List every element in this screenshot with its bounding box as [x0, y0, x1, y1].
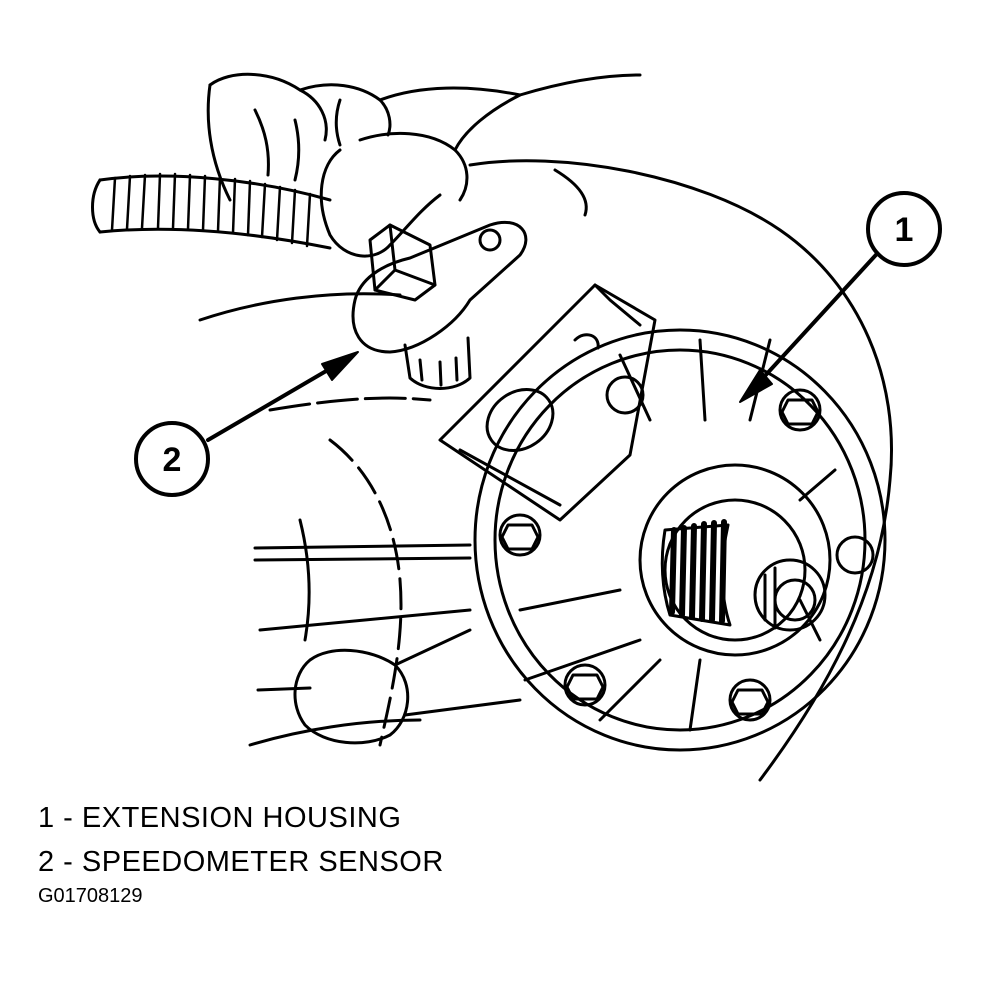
speedometer-sensor	[351, 220, 528, 390]
lower-fitting	[293, 628, 522, 745]
bolt	[563, 663, 607, 707]
output-shaft	[660, 519, 827, 632]
bolt	[605, 375, 645, 415]
callout-1	[739, 191, 942, 403]
callout-2-number: 2	[163, 441, 182, 479]
hand	[206, 72, 642, 258]
mounting-bracket	[438, 283, 657, 522]
bolt	[778, 388, 822, 432]
figure-id: G01708129	[38, 885, 143, 907]
callout-1-number: 1	[895, 211, 914, 249]
legend-item: 1 - EXTENSION HOUSING	[38, 802, 402, 834]
bolt	[498, 513, 542, 557]
wiring-harness	[91, 172, 332, 250]
flange-bolts	[498, 375, 875, 722]
bolt	[728, 678, 772, 722]
transmission-case	[198, 159, 893, 782]
legend: 1 - EXTENSION HOUSING 2 - SPEEDOMETER SE…	[38, 796, 444, 884]
legend-item: 2 - SPEEDOMETER SENSOR	[38, 846, 444, 878]
bolt	[835, 535, 875, 575]
callout-2	[134, 351, 359, 497]
